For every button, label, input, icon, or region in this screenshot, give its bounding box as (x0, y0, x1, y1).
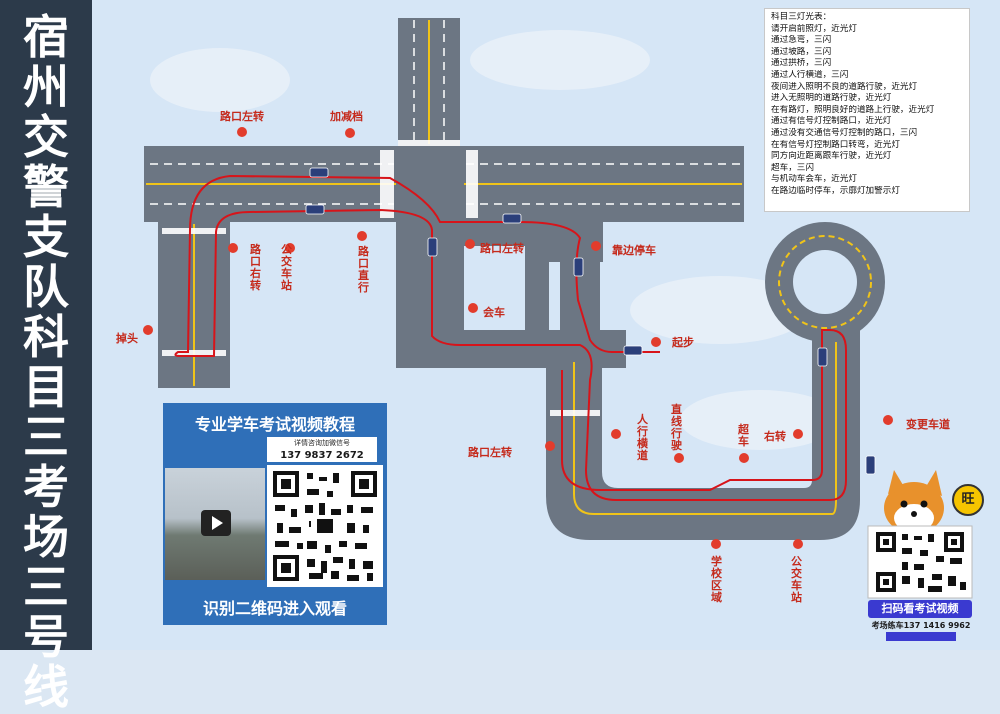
qr-code-icon (273, 471, 377, 581)
label-meet: 会车 (483, 306, 505, 319)
label-right-turn: 右转 (764, 430, 786, 443)
light-item: 超车，三闪 (771, 162, 814, 173)
light-item: 在有路灯，照明良好的道路上行驶，近光灯 (771, 104, 935, 115)
play-icon[interactable] (201, 510, 231, 536)
corner-note (886, 632, 956, 641)
label-crosswalk-v: 人行横道 (637, 413, 648, 462)
light-item: 在有信号灯控制路口转弯，近光灯 (771, 139, 900, 150)
light-item: 与机动车会车，近光灯 (771, 174, 857, 185)
light-item: 进入无照明的道路行驶，近光灯 (771, 93, 892, 104)
dog-mascot-icon (867, 470, 973, 599)
light-item: 通过人行横道，三闪 (771, 69, 849, 80)
location-pins (143, 127, 893, 549)
light-item: 同方向近距离跟车行驶，近光灯 (771, 151, 892, 162)
promo-heading: 专业学车考试视频教程 (194, 415, 355, 434)
wang-badge: 旺 (952, 484, 984, 516)
promo-video-thumbnail[interactable] (165, 468, 265, 580)
label-left-turn-mid: 路口左转 (480, 242, 524, 255)
light-item: 通过没有交通信号灯控制的路口，三闪 (771, 127, 918, 138)
promo-subtext: 详情咨询加微信号 (267, 437, 377, 449)
label-start: 起步 (672, 336, 694, 349)
label-pull-over: 靠边停车 (612, 244, 656, 257)
sidebar: 宿州交警支队科目三考场三号线 (0, 0, 92, 712)
label-left-turn-top: 路口左转 (220, 110, 264, 123)
promo-card: 专业学车考试视频教程 详情咨询加微信号 137 9837 2672 (163, 403, 387, 625)
light-item: 请开启前照灯，近光灯 (771, 23, 857, 34)
light-item: 通过拱桥，三闪 (771, 58, 832, 69)
promo-qr-code (267, 465, 383, 587)
label-straight2-v: 直线行驶 (671, 403, 682, 452)
label-lane-change: 变更车道 (906, 418, 950, 431)
road-map (143, 18, 893, 549)
sidebar-title: 宿州交警支队科目三考场三号线 (23, 10, 69, 714)
exam-route (174, 174, 847, 501)
promo-footer: 识别二维码进入观看 (202, 599, 347, 618)
light-item: 通过急弯，三闪 (771, 35, 832, 46)
light-item: 夜间进入照明不良的道路行驶，近光灯 (771, 81, 918, 92)
scan-video-button[interactable]: 扫码看考试视频 (868, 600, 972, 618)
label-bus-stop2-v: 公交车站 (791, 555, 802, 604)
label-school-v: 学校区域 (711, 555, 722, 604)
light-item: 在路边临时停车，示廓灯加警示灯 (771, 185, 900, 196)
lights-panel-title: 科目三灯光表： (771, 12, 832, 22)
corner-phone: 考场练车137 1416 9962 (871, 621, 971, 630)
promo-phone: 137 9837 2672 (267, 449, 377, 462)
light-item: 通过有信号灯控制路口，近光灯 (771, 116, 892, 127)
corner-card: 扫码看考试视频 考场练车137 1416 9962 (862, 466, 980, 642)
label-left-turn-bottom: 路口左转 (468, 446, 512, 459)
label-overtake-v: 超车 (738, 423, 749, 448)
lights-panel: 科目三灯光表： 请开启前照灯，近光灯 通过急弯，三闪 通过坡路，三闪 通过拱桥，… (764, 8, 970, 212)
label-bus-stop-v: 公交车站 (281, 243, 292, 292)
label-right-turn-v: 路口右转 (250, 243, 261, 292)
label-straight-v: 路口直行 (358, 245, 369, 294)
label-speed-up: 加减档 (330, 110, 363, 123)
label-u-turn: 掉头 (116, 332, 138, 345)
light-item: 通过坡路，三闪 (771, 46, 832, 57)
